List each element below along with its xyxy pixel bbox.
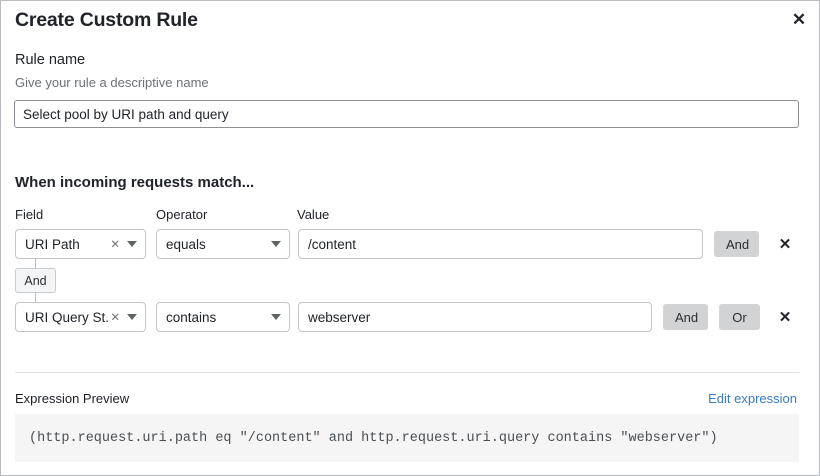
field-select-2-value: URI Query St...	[25, 309, 111, 325]
connector-line-top	[35, 259, 36, 269]
group-connector-and[interactable]: And	[15, 268, 56, 293]
operator-select-2-value: contains	[166, 309, 217, 325]
expression-preview-label: Expression Preview	[15, 391, 130, 406]
rule-name-help-text: Give your rule a descriptive name	[15, 75, 209, 90]
and-button-1[interactable]: And	[714, 231, 759, 257]
operator-select-1-value: equals	[166, 236, 206, 252]
connector-line-bottom	[35, 292, 36, 302]
or-button-2[interactable]: Or	[719, 304, 760, 330]
rule-name-input[interactable]	[14, 100, 799, 128]
delete-row-icon-1[interactable]: ✕	[778, 235, 792, 253]
page-title: Create Custom Rule	[15, 9, 198, 31]
rule-name-label: Rule name	[15, 52, 86, 68]
value-input-2[interactable]	[298, 302, 652, 332]
field-select-1-value: URI Path	[25, 236, 80, 252]
clear-x-icon[interactable]: ✕	[110, 239, 120, 251]
section-divider	[15, 372, 799, 373]
operator-select-1[interactable]: equals	[156, 229, 290, 259]
operator-select-2[interactable]: contains	[156, 302, 290, 332]
chevron-down-icon	[271, 314, 281, 320]
chevron-down-icon	[127, 241, 137, 247]
expression-preview-text: (http.request.uri.path eq "/content" and…	[29, 430, 718, 446]
column-header-operator: Operator	[156, 207, 208, 222]
clear-x-icon[interactable]: ✕	[110, 312, 120, 324]
chevron-down-icon	[127, 314, 137, 320]
field-select-2[interactable]: URI Query St... ✕	[15, 302, 146, 332]
delete-row-icon-2[interactable]: ✕	[778, 308, 792, 326]
value-input-1[interactable]	[298, 229, 703, 259]
edit-expression-link[interactable]: Edit expression	[708, 391, 797, 406]
match-section-heading: When incoming requests match...	[15, 174, 255, 191]
expression-preview-box: (http.request.uri.path eq "/content" and…	[15, 414, 799, 462]
and-button-2[interactable]: And	[663, 304, 708, 330]
column-header-field: Field	[15, 207, 44, 222]
chevron-down-icon	[271, 241, 281, 247]
field-select-1[interactable]: URI Path ✕	[15, 229, 146, 259]
close-icon[interactable]: ✕	[791, 9, 807, 29]
column-header-value: Value	[297, 207, 330, 222]
